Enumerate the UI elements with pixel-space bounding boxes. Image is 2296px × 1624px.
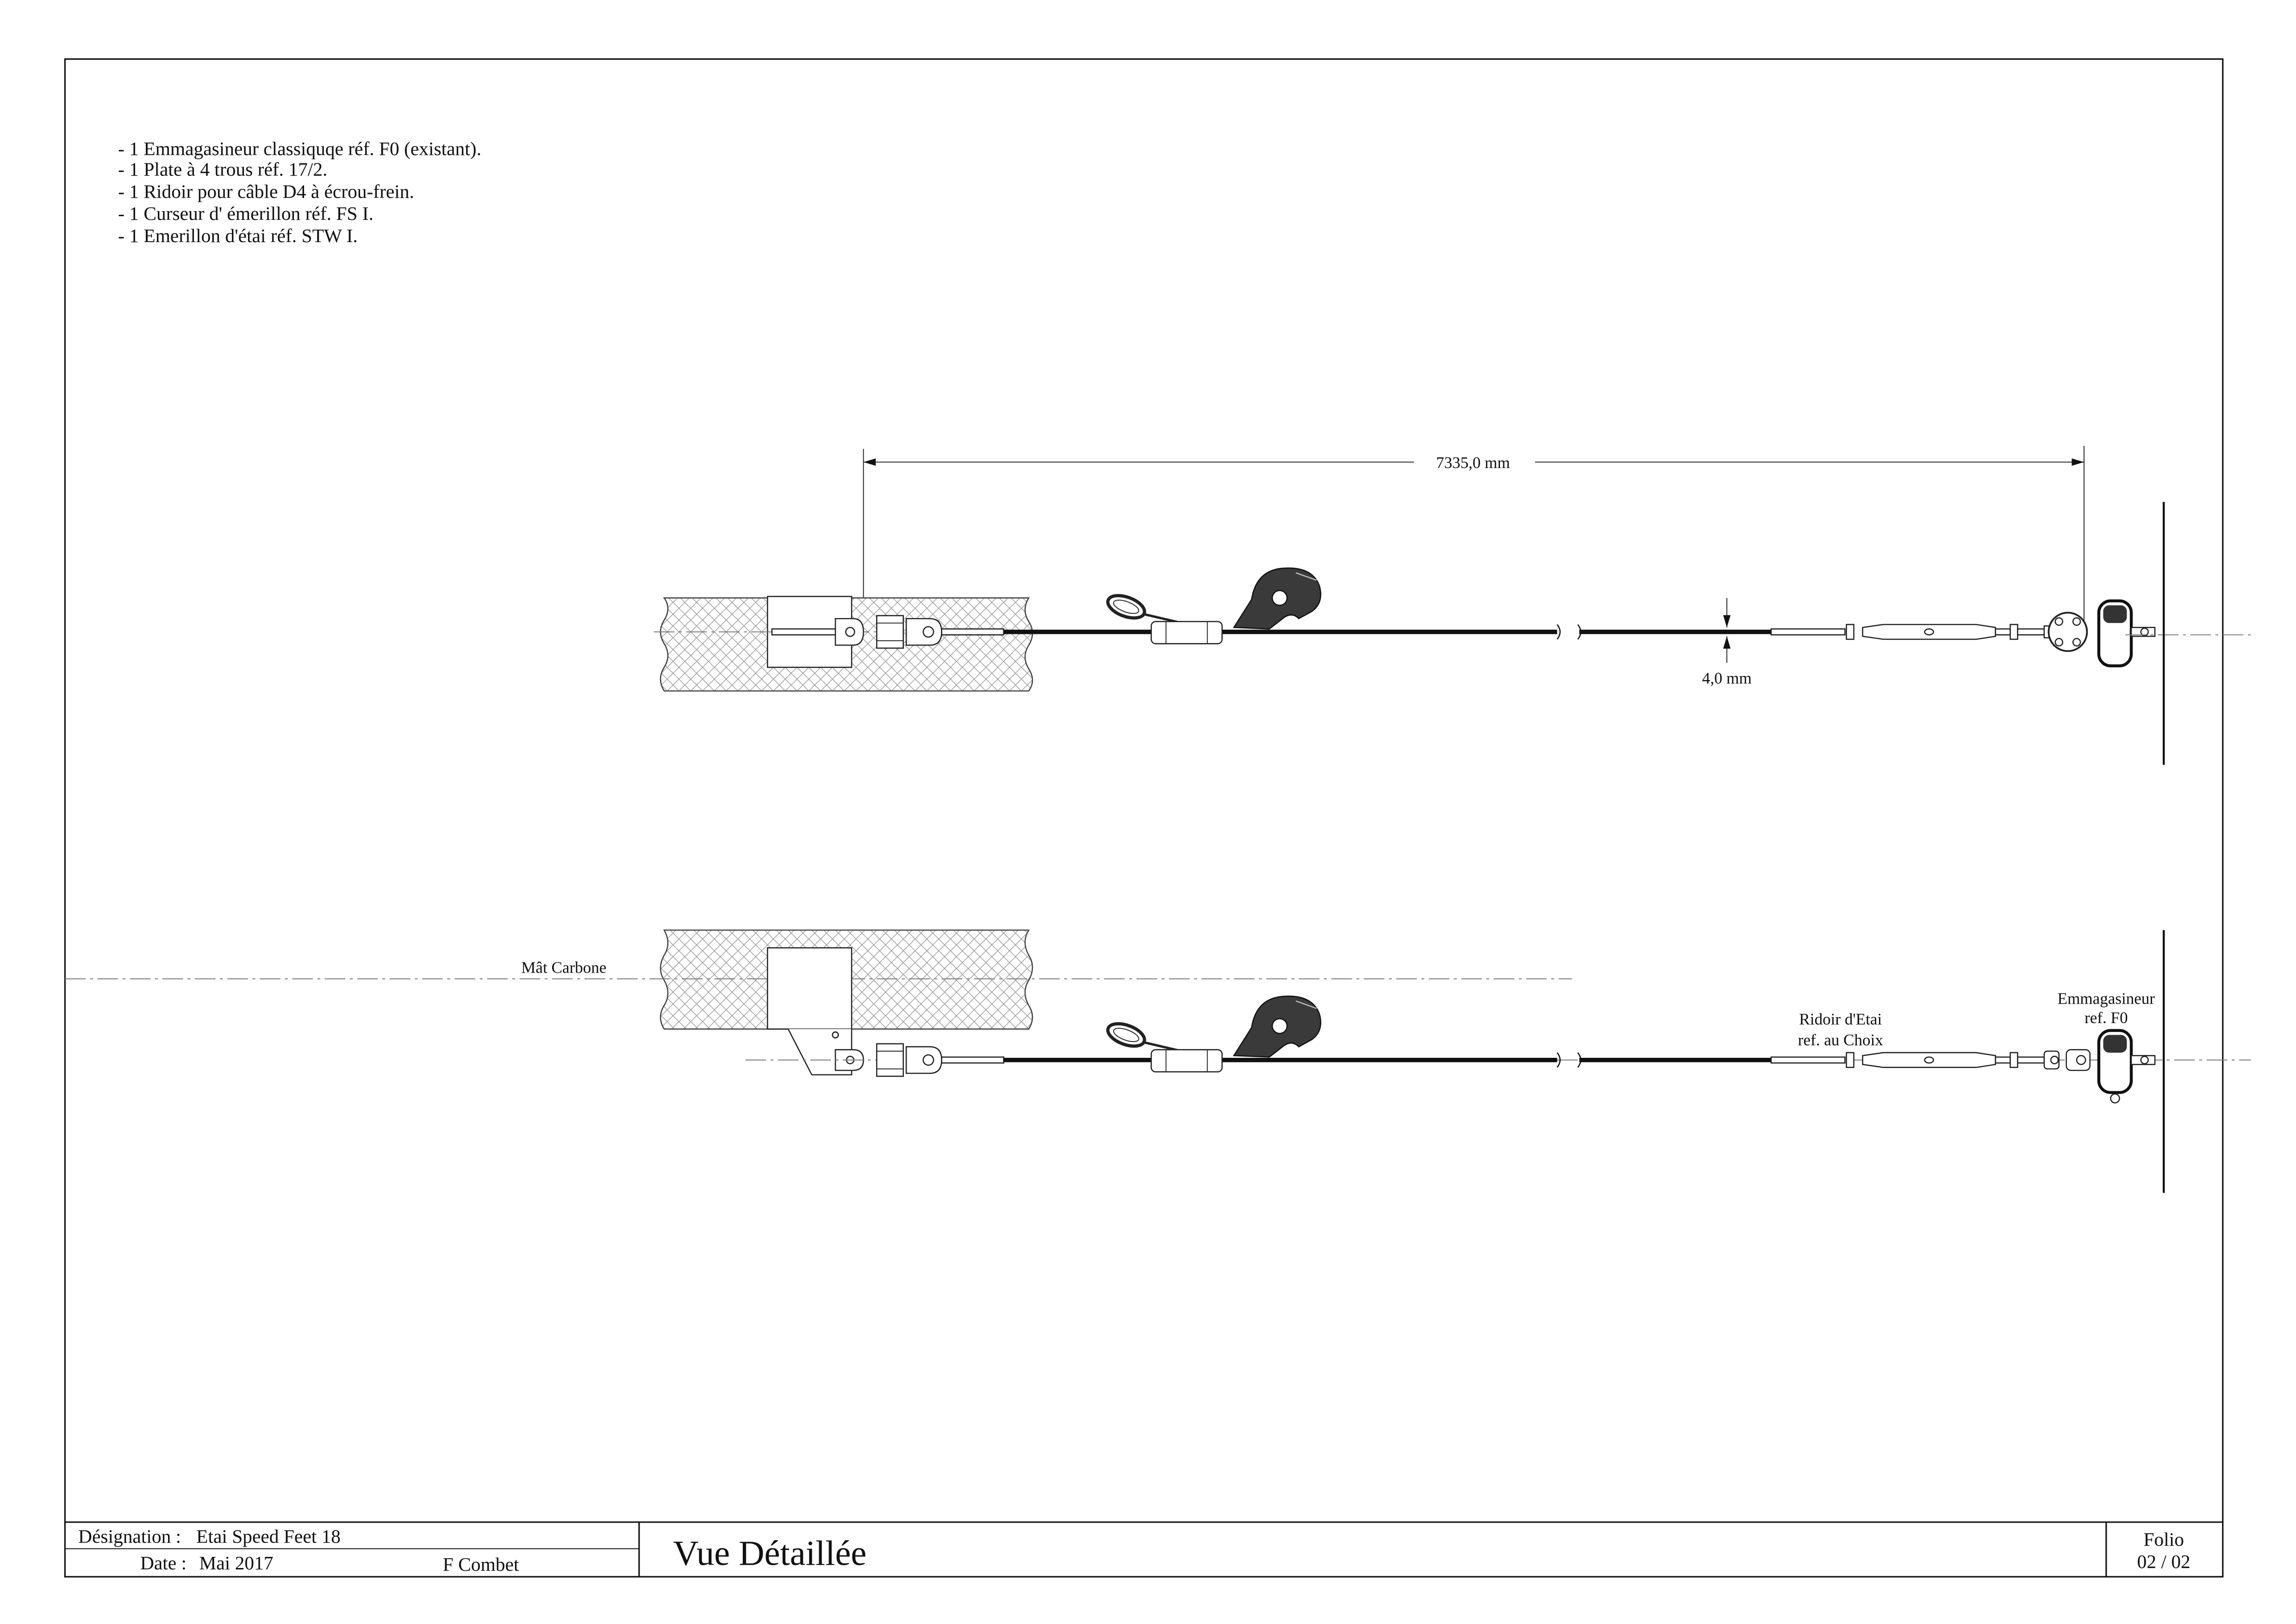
clevis-pin bbox=[922, 626, 934, 638]
turnbuckle-stud bbox=[2017, 1056, 2045, 1064]
cable-break-mark bbox=[1556, 624, 1581, 640]
parts-list: - 1 Emmagasineur classiquqe réf. F0 (exi… bbox=[118, 138, 481, 246]
swivel-pin bbox=[2076, 1055, 2086, 1065]
shackle-highlight bbox=[1295, 572, 1317, 581]
turnbuckle-stud bbox=[1995, 628, 2011, 636]
drum-ring bbox=[2110, 1093, 2120, 1104]
turnbuckle bbox=[1770, 624, 2045, 640]
turnbuckle-hole bbox=[1924, 1056, 1935, 1064]
length-dimension: 7335,0 mm bbox=[863, 446, 2084, 635]
turnbuckle-label: ref. au Choix bbox=[1798, 1031, 1884, 1049]
parts-list-item: - 1 Plate à 4 trous réf. 17/2. bbox=[118, 159, 327, 180]
pull-ring-inner bbox=[1113, 1028, 1139, 1042]
pull-ring bbox=[1106, 1022, 1146, 1048]
designation-value: Etai Speed Feet 18 bbox=[196, 1526, 341, 1547]
parts-list-item: - 1 Emmagasineur classiquqe réf. F0 (exi… bbox=[118, 138, 481, 160]
plate-hole bbox=[2072, 617, 2081, 626]
parts-list-item: - 1 Emerillon d'étai réf. STW I. bbox=[118, 225, 358, 246]
bracket-hole bbox=[832, 1031, 839, 1039]
folio-label: Folio bbox=[2143, 1529, 2184, 1550]
date-label: Date : bbox=[140, 1552, 187, 1574]
lock-nut bbox=[2010, 624, 2018, 640]
furler-drum-top bbox=[2103, 1035, 2127, 1053]
lock-nut bbox=[1846, 1052, 1854, 1068]
furler-label: Emmagasineur bbox=[2058, 990, 2155, 1008]
author: F Combet bbox=[443, 1554, 519, 1575]
cable-diameter-dimension: 4,0 mm bbox=[1702, 598, 1752, 687]
turnbuckle-label: Ridoir d'Etai bbox=[1799, 1010, 1882, 1028]
shackle-highlight bbox=[1295, 1000, 1317, 1009]
drum-link-pin bbox=[2140, 627, 2149, 637]
lock-nut bbox=[1846, 624, 1854, 640]
terminal-rod bbox=[941, 1056, 1004, 1064]
folio-value: 02 / 02 bbox=[2137, 1551, 2190, 1572]
turnbuckle-stud bbox=[1995, 1056, 2011, 1064]
terminal-rod bbox=[941, 628, 1004, 636]
stem-end bbox=[2043, 599, 2156, 668]
clevis-pin bbox=[922, 1054, 934, 1066]
pull-ring-inner bbox=[1113, 600, 1139, 614]
plate-hole bbox=[2054, 638, 2064, 647]
clevis-pin bbox=[845, 627, 855, 637]
designation-label: Désignation : bbox=[78, 1526, 181, 1547]
furler-drum-top bbox=[2103, 605, 2127, 623]
shackle-eye bbox=[1271, 1018, 1288, 1034]
bottom-view: Mât Carbone bbox=[65, 929, 2251, 1193]
swivel-cursor bbox=[1106, 567, 1321, 644]
parts-list-item: - 1 Ridoir pour câble D4 à écrou-frein. bbox=[118, 181, 414, 202]
cable-diameter-value: 4,0 mm bbox=[1702, 669, 1752, 687]
mast-fitting-box bbox=[767, 947, 852, 1030]
drum-link-pin bbox=[2140, 1056, 2149, 1065]
swivel-cursor bbox=[1106, 995, 1321, 1073]
four-hole-plate bbox=[2047, 612, 2088, 652]
drawing-frame bbox=[64, 58, 2224, 1578]
pull-ring bbox=[1106, 594, 1146, 620]
parts-list-item: - 1 Curseur d' émerillon réf. FS I. bbox=[118, 203, 373, 224]
plate-hole bbox=[2072, 638, 2081, 647]
stem-end bbox=[2043, 1029, 2156, 1104]
mast-label: Mât Carbone bbox=[521, 959, 606, 977]
turnbuckle-hole bbox=[1924, 628, 1935, 636]
turnbuckle bbox=[1770, 1052, 2045, 1068]
plate-hole bbox=[2054, 617, 2064, 626]
title-block: Désignation : Etai Speed Feet 18 Date : … bbox=[65, 1521, 2223, 1577]
top-view: 4,0 mm bbox=[653, 502, 2251, 765]
cursor-body bbox=[1151, 621, 1223, 644]
turnbuckle-stud bbox=[1770, 1056, 1846, 1064]
furler-label: ref. F0 bbox=[2084, 1009, 2128, 1027]
length-dimension-value: 7335,0 mm bbox=[1436, 454, 1510, 472]
date-value: Mai 2017 bbox=[199, 1552, 274, 1574]
lock-nut bbox=[2010, 1052, 2018, 1068]
cable-run bbox=[876, 995, 2156, 1104]
toggle-pin bbox=[2050, 1056, 2059, 1065]
cable-run bbox=[876, 567, 2045, 649]
turnbuckle-stud bbox=[1770, 628, 1846, 636]
mast-fitting-pin bbox=[771, 628, 838, 636]
link-connector bbox=[876, 1043, 904, 1077]
shackle-eye bbox=[1271, 590, 1288, 606]
cursor-body bbox=[1151, 1049, 1223, 1073]
view-title: Vue Détaillée bbox=[673, 1533, 866, 1573]
turnbuckle-stud bbox=[2017, 628, 2045, 636]
link-connector bbox=[876, 615, 904, 649]
